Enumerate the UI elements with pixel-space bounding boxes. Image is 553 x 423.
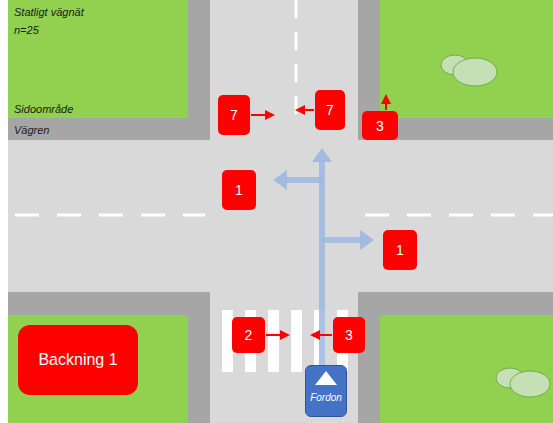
grass [8,0,188,118]
callout-number: 1 [222,170,256,210]
callout-text: 1 [396,242,404,258]
callout-text: 7 [230,107,238,123]
sample-size: n=25 [14,24,39,36]
reversing-box: Backning 1 [18,325,138,395]
box-label: Backning 1 [38,351,117,369]
area-label: Vägren [14,124,49,136]
area-label: Sidoområde [14,103,73,115]
direction-triangle [313,370,339,386]
grass [380,0,553,118]
callout-number: 7 [218,95,250,135]
callout-text: 2 [245,327,253,343]
callout-text: 3 [345,327,353,343]
bush [441,55,550,397]
callout-number: 7 [315,90,345,130]
vehicle-box: Fordon [305,365,347,417]
callout-text: 3 [376,118,384,134]
vehicle-label: Fordon [310,392,342,403]
callout-number: 1 [383,230,417,270]
vehicle-path [285,160,362,365]
callout-text: 1 [235,182,243,198]
centre-line [15,0,553,215]
grass [380,315,553,423]
callout-number: 3 [362,111,398,140]
grass [8,315,188,423]
callout-number: 2 [232,317,265,353]
path-arrowhead [273,148,374,250]
callout-text: 7 [326,102,334,118]
margin [0,0,8,423]
crosswalk [222,310,348,372]
map-title: Statligt vägnät [14,6,84,18]
shoulder [8,0,553,423]
callout-number: 3 [333,317,365,353]
